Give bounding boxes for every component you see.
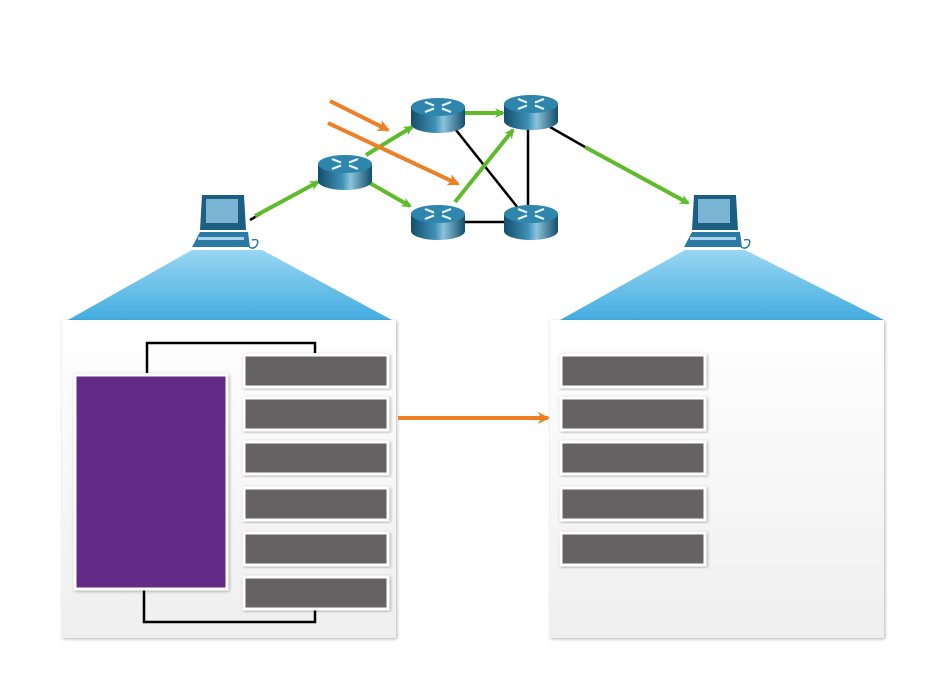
zoom-cone-right <box>560 250 884 320</box>
desktop-computer-icon <box>192 195 259 249</box>
desktop-computer-icon <box>684 195 751 249</box>
right-header-block <box>559 440 707 476</box>
left-header-block <box>242 353 390 389</box>
path-arrow <box>364 125 414 157</box>
link-r3-pc <box>549 125 586 149</box>
bracket-top <box>145 341 317 373</box>
right-header-block <box>559 353 707 389</box>
orange-arrow <box>329 99 390 132</box>
attack-arrows <box>327 99 550 424</box>
payload-block <box>73 373 229 591</box>
left-header-block <box>242 575 390 611</box>
path-arrow <box>367 180 412 208</box>
path-arrow <box>254 180 320 218</box>
left-header-block <box>242 531 390 567</box>
right-header-block <box>559 396 707 432</box>
router-icon <box>411 98 465 133</box>
left-header-block <box>242 440 390 476</box>
left-header-block <box>242 396 390 432</box>
router-icon <box>504 205 558 240</box>
router-icon <box>318 155 372 190</box>
right-header-block <box>559 486 707 522</box>
router-icon <box>411 205 465 240</box>
left-header-block <box>242 486 390 522</box>
router-icon <box>504 95 558 130</box>
path-arrows <box>254 108 690 218</box>
path-arrow <box>453 128 515 204</box>
zoom-cone-left <box>68 250 392 320</box>
path-arrow <box>584 145 690 205</box>
orange-arrow <box>327 121 460 186</box>
bracket-bottom <box>142 590 317 624</box>
right-header-block <box>559 531 707 567</box>
